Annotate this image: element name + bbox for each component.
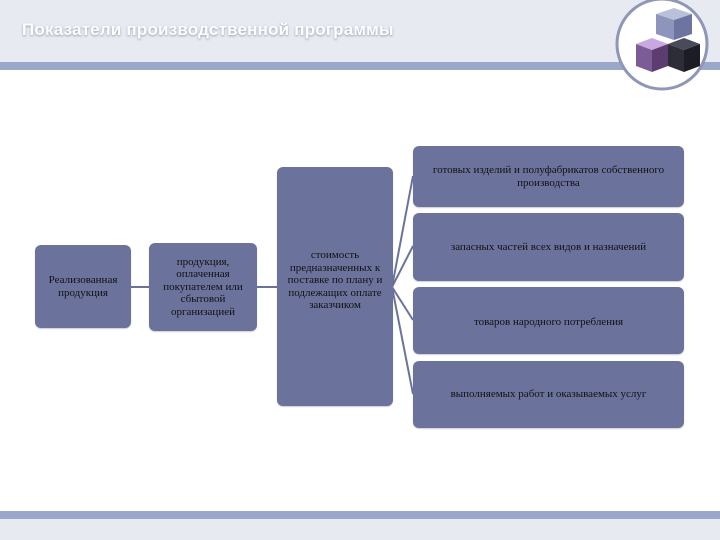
- node-spare-parts-label: запасных частей всех видов и назначений: [450, 240, 647, 253]
- node-finished-goods: готовых изделий и полуфабрикатов собстве…: [413, 146, 684, 207]
- header-bar-background: [0, 0, 720, 66]
- footer-divider: [0, 511, 720, 519]
- node-realized-products-label: Реализованная продукция: [48, 274, 118, 299]
- node-paid-products-label: продукция, оплаченная покупателем или сб…: [163, 255, 243, 318]
- footer-background: [0, 519, 720, 540]
- node-realized-products: Реализованная продукция: [35, 245, 131, 328]
- node-finished-goods-label: готовых изделий и полуфабрикатов собстве…: [432, 164, 665, 189]
- node-cost: стоимость предназначенных к поставке по …: [277, 167, 393, 406]
- node-consumer-goods-label: товаров народного потребления: [473, 316, 624, 329]
- node-consumer-goods: товаров народного потребления: [413, 287, 684, 354]
- node-cost-label: стоимость предназначенных к поставке по …: [287, 249, 383, 312]
- node-paid-products: продукция, оплаченная покупателем или сб…: [149, 243, 257, 331]
- node-spare-parts: запасных частей всех видов и назначений: [413, 213, 684, 281]
- page-title: Показатели производственной программы: [22, 20, 394, 39]
- node-works-services: выполняемых работ и оказываемых услуг: [413, 361, 684, 428]
- header-divider: [0, 62, 720, 70]
- node-works-services-label: выполняемых работ и оказываемых услуг: [450, 388, 647, 401]
- cubes-logo-icon: [615, 0, 709, 91]
